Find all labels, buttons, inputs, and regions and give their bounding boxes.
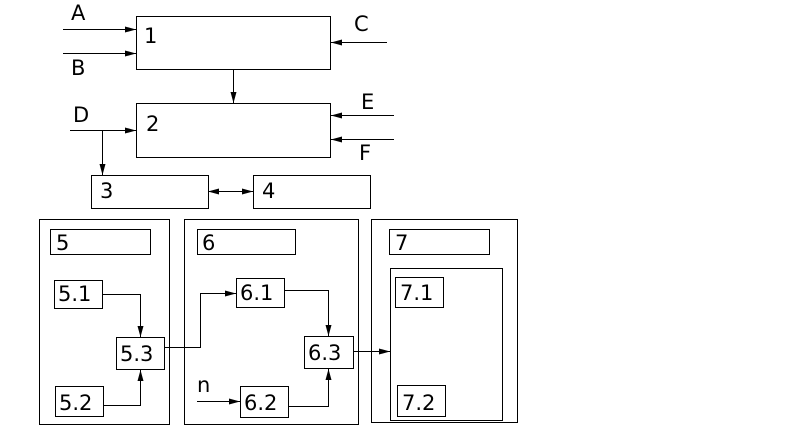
block-7-1-label: 7.1 [400, 281, 433, 305]
block-6-1 [236, 278, 285, 308]
input-f-label: F [359, 141, 371, 165]
block-6-2-label: 6.2 [244, 391, 277, 415]
group-6-header [197, 229, 296, 255]
input-b-label: B [71, 56, 85, 80]
block-6-3 [304, 336, 354, 369]
group-7 [371, 219, 518, 423]
block-7-2-label: 7.2 [402, 391, 435, 415]
block-6-3-label: 6.3 [308, 341, 341, 365]
block-5-1 [54, 280, 103, 309]
group-6 [184, 219, 359, 425]
arrow-6-1-to-6-3 [285, 290, 332, 336]
block-5-3 [116, 337, 165, 370]
input-c-label: C [354, 12, 369, 36]
block-2 [136, 103, 331, 158]
arrow-5-3-to-6-1 [165, 290, 236, 348]
group-7-header [389, 229, 490, 255]
block-6-2 [240, 386, 289, 418]
block-6-1-label: 6.1 [240, 281, 273, 305]
input-e-label: E [361, 90, 374, 114]
block-4 [253, 175, 371, 209]
group-5-header [50, 229, 151, 255]
block-2-label: 2 [146, 112, 159, 136]
block-4-label: 4 [262, 179, 275, 203]
block-5-1-label: 5.1 [58, 282, 91, 306]
group-7-inner [390, 268, 503, 421]
block-5-2-label: 5.2 [59, 391, 92, 415]
block-5-2 [55, 386, 104, 417]
block-1 [136, 16, 331, 70]
arrow-6-2-to-6-3 [289, 369, 332, 407]
block-7-1 [395, 277, 444, 308]
group-5 [39, 219, 170, 425]
input-a-label: A [71, 1, 86, 25]
group-5-label: 5 [56, 231, 69, 255]
arrow-5-1-to-5-3 [103, 294, 144, 337]
block-7-2 [397, 385, 446, 417]
block-1-label: 1 [144, 24, 157, 48]
arrow-5-2-to-5-3 [104, 370, 144, 406]
block-3-label: 3 [100, 179, 113, 203]
block-5-3-label: 5.3 [120, 342, 153, 366]
input-n-label: n [197, 373, 210, 397]
input-d-label: D [73, 103, 89, 127]
group-6-label: 6 [202, 231, 215, 255]
group-7-label: 7 [395, 231, 408, 255]
